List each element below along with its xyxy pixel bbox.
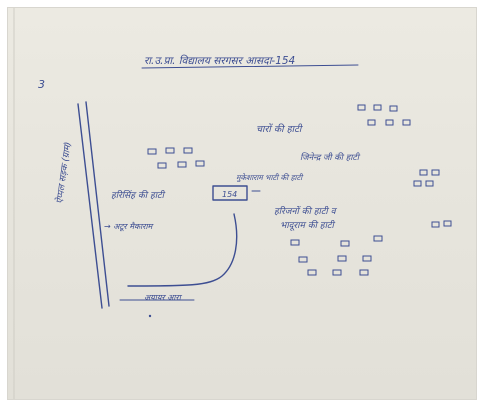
school-box xyxy=(212,185,248,201)
ink-dot xyxy=(148,314,152,318)
label-right-3b: भादूराम की हाटी xyxy=(280,219,335,231)
box-number: 154 xyxy=(222,190,237,199)
house-cluster-top-right xyxy=(357,104,411,126)
label-top-right: चारों की हाटी xyxy=(256,123,304,135)
label-bottom: अयायर आरा xyxy=(144,293,183,302)
label-left-lower: → अटूर मैकाराम xyxy=(104,221,155,232)
house-cluster-far-right xyxy=(431,220,452,228)
road-line-right xyxy=(85,101,110,307)
house-cluster-lower-right xyxy=(290,235,383,276)
margin-mark: 3 xyxy=(38,78,45,91)
house-cluster-right xyxy=(413,169,440,187)
vertical-road-label: ऐप्पल सड़क (ग्राम) xyxy=(53,141,74,204)
curved-track xyxy=(127,213,238,287)
house-cluster-upper-left xyxy=(147,147,205,169)
sketch-map: रा.उ.प्रा. विद्यालय सरगसर आसदा-154 3 ऐप्… xyxy=(13,8,452,399)
label-right-2: जिनेन्द्र जी की हाटी xyxy=(300,152,361,163)
road-line-left xyxy=(77,103,103,309)
label-center-1: मुकेशाराम भाटी की हाटी xyxy=(236,173,304,183)
label-left-middle: हरिसिंह की हाटी xyxy=(111,189,166,201)
document-photo: रा.उ.प्रा. विद्यालय सरगसर आसदा-154 3 ऐप्… xyxy=(8,8,476,399)
heading-underline xyxy=(141,64,359,69)
label-right-3a: हरिजनों की हाटी व xyxy=(274,205,338,217)
heading-text: रा.उ.प्रा. विद्यालय सरगसर आसदा-154 xyxy=(144,54,295,67)
